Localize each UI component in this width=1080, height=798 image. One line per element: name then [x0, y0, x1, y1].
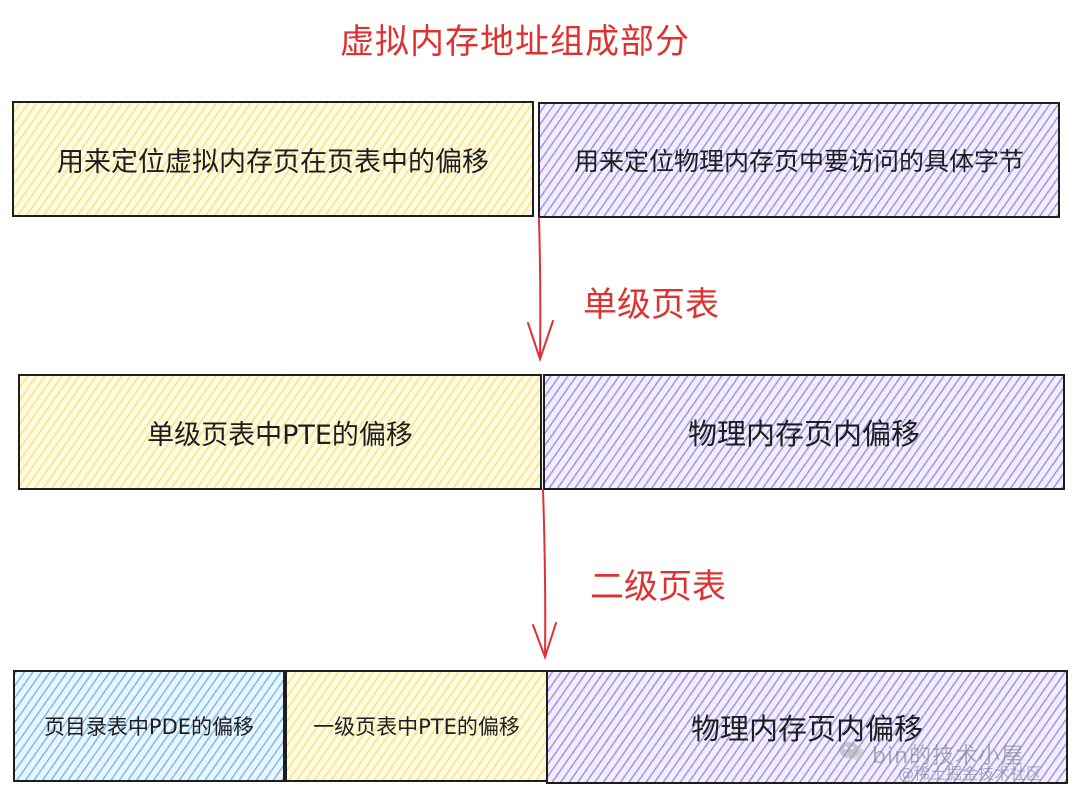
- single-pte-offset-label: 单级页表中PTE的偏移: [147, 419, 413, 451]
- two-level-page-offset-label: 物理内存页内偏移: [690, 712, 923, 746]
- watermark-title: bin的技术小屋: [872, 744, 1025, 769]
- level1-pte-offset-label: 一级页表中PTE的偏移: [313, 715, 520, 739]
- pde-offset-label: 页目录表中PDE的偏移: [43, 715, 255, 739]
- virtual-page-offset-label: 用来定位虚拟内存页在页表中的偏移: [57, 146, 489, 178]
- watermark-subtitle: @稀土掘金技术社区: [898, 764, 1043, 783]
- single-page-offset-box: 物理内存页内偏移: [543, 374, 1065, 490]
- single-pte-offset-box: 单级页表中PTE的偏移: [18, 374, 542, 490]
- two-level-label: 二级页表: [590, 567, 726, 607]
- arrow-two-level: [532, 489, 557, 661]
- physical-byte-offset-label: 用来定位物理内存页中要访问的具体字节: [573, 147, 1024, 176]
- physical-byte-offset-box: 用来定位物理内存页中要访问的具体字节: [538, 102, 1060, 218]
- single-page-offset-label: 物理内存页内偏移: [687, 417, 920, 451]
- level1-pte-offset-box: 一级页表中PTE的偏移: [285, 670, 548, 782]
- diagram-title: 虚拟内存地址组成部分: [340, 22, 690, 62]
- single-level-label: 单级页表: [583, 285, 719, 325]
- wechat-icon: [839, 742, 864, 760]
- virtual-page-offset-box: 用来定位虚拟内存页在页表中的偏移: [12, 101, 534, 217]
- pde-offset-box: 页目录表中PDE的偏移: [13, 670, 285, 782]
- two-level-page-offset-box: 物理内存页内偏移: [546, 670, 1068, 784]
- arrow-single-level: [527, 217, 554, 363]
